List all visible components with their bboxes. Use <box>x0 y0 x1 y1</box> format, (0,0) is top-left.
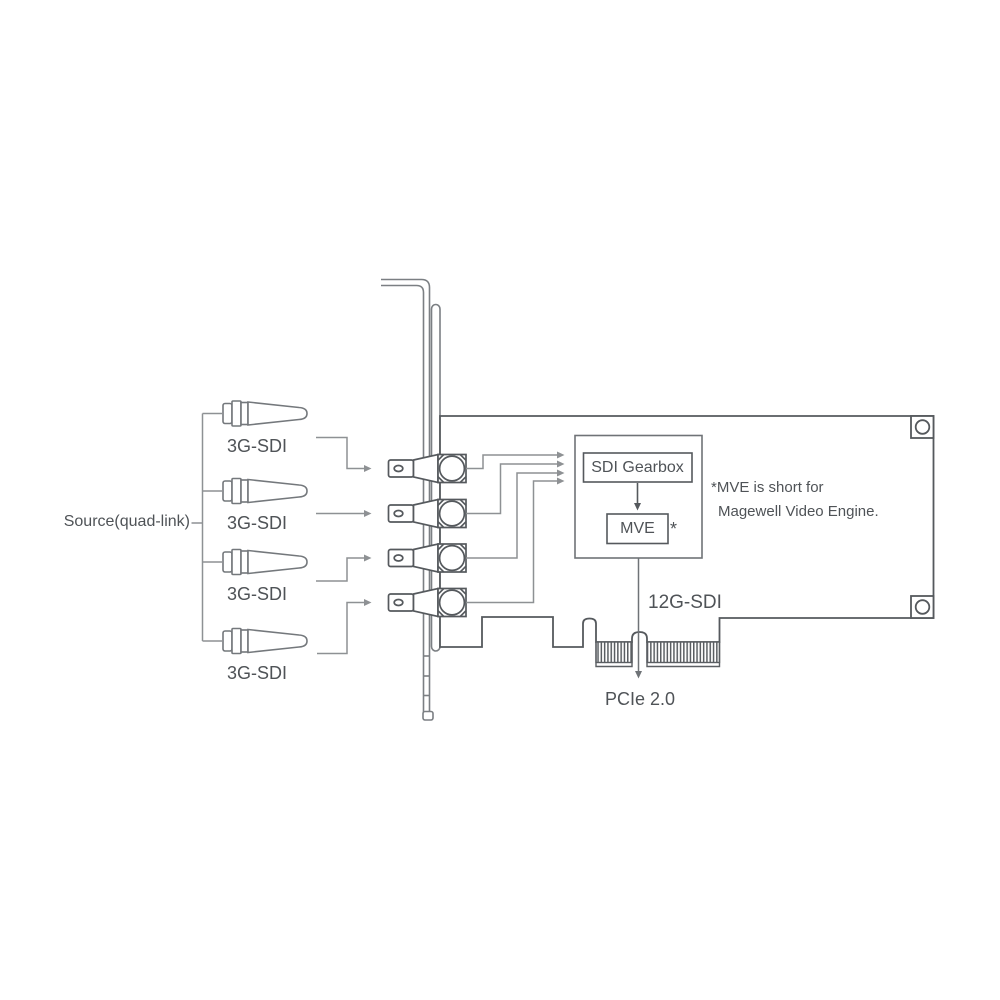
quadlink-bracket <box>191 412 222 642</box>
pcie-bus-label: PCIe 2.0 <box>604 689 676 709</box>
port-wire-4 <box>466 477 565 604</box>
connector-tray-right <box>646 642 721 668</box>
sdi-plug-3 <box>222 548 308 576</box>
sdi-input-label-4: 3G-SDI <box>226 663 287 683</box>
pcie-edge-connector <box>595 641 721 668</box>
bnc-port-1 <box>387 453 467 484</box>
sdi-input-label-3: 3G-SDI <box>226 584 287 604</box>
input-arrow-4 <box>317 599 372 655</box>
port-wire-1 <box>466 451 565 470</box>
bracket-foot <box>422 710 434 721</box>
mounting-hole-top-circle <box>914 419 931 435</box>
bnc-ports <box>387 453 467 618</box>
bnc-port-2 <box>387 498 467 529</box>
mounting-holes <box>910 415 935 619</box>
bracket-flange-and-bar <box>381 278 431 712</box>
pci-bracket <box>381 278 441 721</box>
sdi-plug-2 <box>222 477 308 505</box>
output-12g-sdi-label: 12G-SDI <box>648 592 722 613</box>
mounting-hole-bottom-circle <box>914 599 931 615</box>
sdi-input-label-1: 3G-SDI <box>226 436 287 456</box>
bracket-bar-inner <box>381 284 425 712</box>
sdi-cable-plugs <box>222 400 308 655</box>
sdi-input-label-2: 3G-SDI <box>226 513 287 533</box>
port-wire-2 <box>466 460 565 515</box>
processing-block <box>574 434 703 559</box>
port-wires <box>466 451 565 604</box>
sdi-plug-1 <box>222 400 308 427</box>
mve-asterisk: * <box>670 519 678 539</box>
connector-tray-left <box>595 642 633 668</box>
mve-label: MVE <box>620 520 655 537</box>
input-arrows <box>316 436 372 655</box>
sdi-gearbox-label: SDI Gearbox <box>591 459 684 476</box>
sdi-gearbox-box <box>582 452 693 483</box>
input-arrow-3 <box>316 554 372 582</box>
mve-box <box>606 513 669 545</box>
port-wire-3 <box>466 469 565 559</box>
bnc-port-4 <box>387 587 467 618</box>
input-arrow-1 <box>316 436 372 472</box>
mve-note-line1: *MVE is short for <box>711 479 824 496</box>
sdi-plug-4 <box>222 627 308 655</box>
source-quadlink-label: Source(quad-link) <box>63 513 190 530</box>
bnc-port-3 <box>387 542 467 574</box>
goldfinger-segment-right <box>646 641 721 664</box>
mve-note-line2: Magewell Video Engine. <box>718 503 879 520</box>
goldfinger-segment-left <box>595 641 633 664</box>
